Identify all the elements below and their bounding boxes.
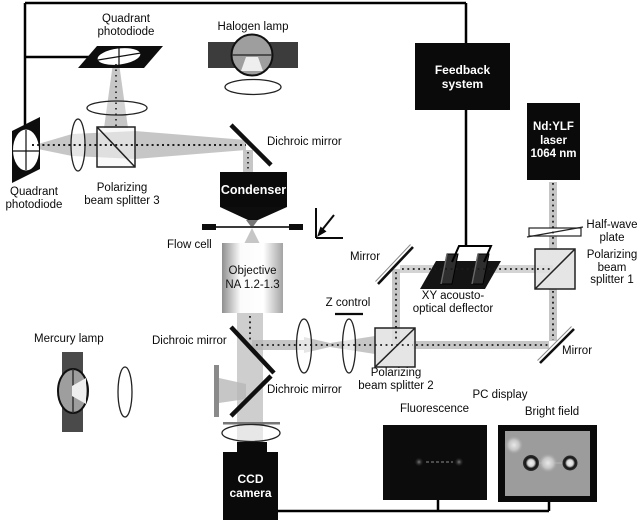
- label-quadrant-photodiode-top: Quadrant photodiode: [97, 13, 155, 38]
- wire-ccd-to-displays: [278, 500, 551, 513]
- label-pc-display: PC display: [472, 389, 528, 401]
- lenses: [70, 78, 357, 418]
- lens-left-of-pbs3: [70, 118, 86, 172]
- wire-top: [23, 1, 468, 131]
- ccd-lens: [221, 423, 281, 443]
- label-z-control: Z control: [325, 297, 371, 309]
- objective-box: Objective NA 1.2-1.3: [222, 243, 283, 313]
- quadrant-photodiode-left-icon: [12, 117, 40, 183]
- label-bright-field: Bright field: [524, 406, 580, 418]
- half-wave-plate-icon: [526, 226, 584, 238]
- condenser-box: Condenser: [220, 172, 287, 207]
- mercury-lamp-icon: [57, 352, 89, 432]
- label-mirror-top: Mirror: [350, 251, 381, 263]
- dichroic-mirror-low-icon: [229, 374, 273, 418]
- label-pbs2: Polarizing beam splitter 2: [358, 367, 434, 392]
- halogen-lamp-icon: [208, 33, 298, 77]
- label-half-wave-plate: Half-wave plate: [586, 219, 638, 244]
- mirror-bottom-right-icon: [537, 326, 575, 364]
- label-fluorescence: Fluorescence: [399, 403, 470, 415]
- feedback-system-box: Feedback system: [415, 43, 510, 110]
- aperture-bar: [214, 365, 219, 417]
- label-flow-cell: Flow cell: [167, 239, 212, 251]
- label-halogen-lamp: Halogen lamp: [217, 21, 289, 33]
- mirrors: [229, 123, 575, 418]
- label-pbs1: Polarizing beam splitter 1: [586, 249, 638, 286]
- fluorescence-screen: [383, 425, 487, 500]
- flow-cell-icon: [202, 224, 303, 230]
- label-pbs3: Polarizing beam splitter 3: [84, 182, 160, 207]
- pbs2-cube: [374, 327, 416, 368]
- z-control-lens-left: [295, 318, 313, 374]
- mercury-lens: [117, 366, 133, 418]
- mirror-top-right-icon: [375, 244, 414, 285]
- beam-splitter-cubes: [96, 126, 576, 368]
- pbs1-cube: [534, 248, 576, 290]
- label-dichroic-mirror-low: Dichroic mirror: [267, 384, 342, 396]
- condenser-focus-cone: [246, 220, 258, 228]
- ccd-camera-box: CCD camera: [223, 452, 278, 520]
- label-mirror-bottom: Mirror: [562, 345, 593, 357]
- laser-box: Nd:YLF laser 1064 nm: [527, 103, 580, 180]
- label-mercury-lamp: Mercury lamp: [34, 333, 104, 345]
- ccd-filter-bar: [223, 422, 280, 425]
- beam-dashes: [32, 64, 554, 346]
- dichroic-mirror-mid-icon: [229, 325, 276, 375]
- beam-dichroic-to-condenser: [243, 150, 253, 173]
- bright-field-screen: [498, 425, 597, 502]
- label-dichroic-mirror-mid: Dichroic mirror: [152, 335, 227, 347]
- label-xy-aod: XY acousto- optical deflector: [412, 290, 494, 315]
- z-control-lens-right: [341, 318, 357, 374]
- label-dichroic-mirror-top: Dichroic mirror: [267, 136, 342, 148]
- flowcell-objective-cone: [244, 228, 260, 244]
- dichroic-mirror-top-icon: [229, 123, 273, 167]
- lens-above-pbs3: [86, 100, 148, 116]
- xy-aod-icon: [420, 245, 501, 289]
- laser-beam-pbs1-down: [549, 289, 557, 341]
- microscope-column-beam: [237, 313, 263, 443]
- label-quadrant-photodiode-left: Quadrant photodiode: [5, 186, 63, 211]
- ccd-camera-neck: [237, 442, 267, 452]
- laser-beam-mirror-down: [392, 269, 400, 345]
- quadrant-photodiode-top-icon: [78, 46, 163, 68]
- signal-wires: [23, 1, 551, 513]
- stage-axes-arrow-icon: [315, 208, 343, 239]
- condenser-funnel: [220, 207, 287, 220]
- mercury-illumination-beam: [219, 378, 246, 403]
- halogen-lens: [224, 78, 282, 96]
- pbs3-cube: [96, 126, 136, 168]
- trap-beam-vertical-cone: [104, 63, 128, 128]
